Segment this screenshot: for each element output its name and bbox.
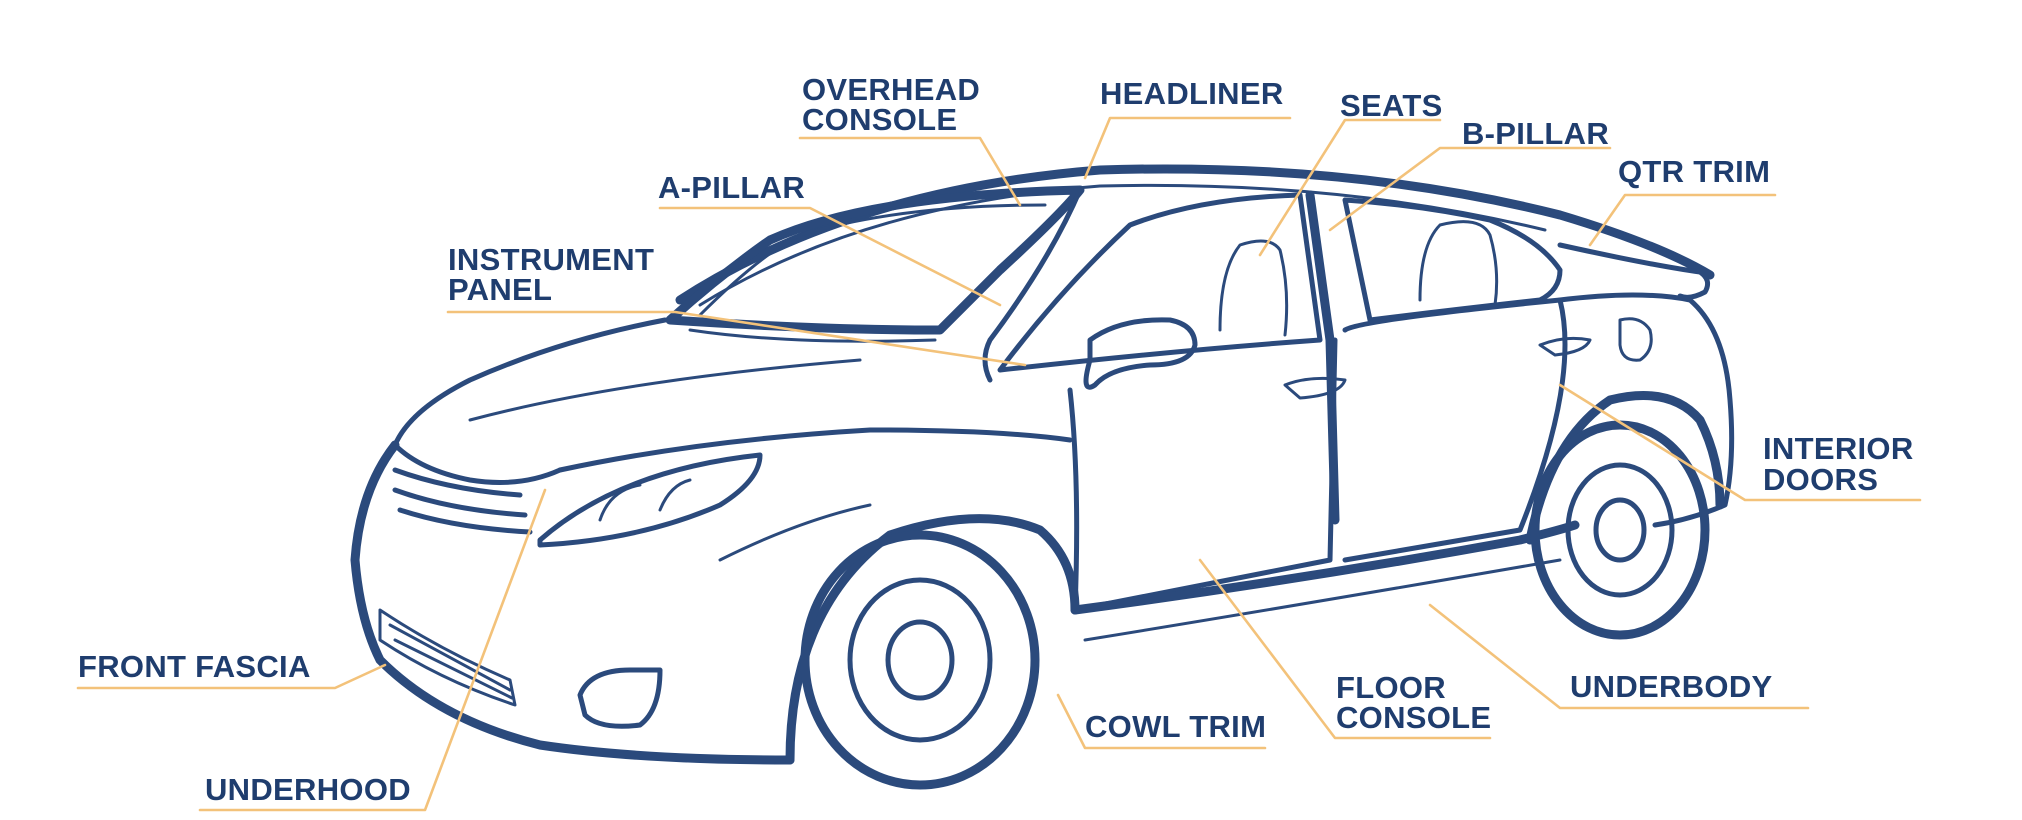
label-instrument-panel-line1: INSTRUMENT [448, 242, 654, 277]
leader-headliner [1083, 116, 1292, 180]
label-underbody: UNDERBODY [1570, 669, 1773, 704]
car-headlight [537, 452, 763, 548]
car-a-pillar-line [982, 187, 1083, 383]
car-grille-bar-2 [392, 487, 528, 518]
leader-overhead-console [798, 136, 1022, 207]
label-headliner: HEADLINER [1100, 76, 1284, 111]
label-front-fascia: FRONT FASCIA [78, 649, 311, 684]
label-floor-console-line1: FLOOR [1336, 670, 1446, 705]
car-fuel-cap [1618, 317, 1653, 362]
car-front-bumper [350, 440, 795, 765]
car-rear-seat [1418, 220, 1499, 307]
car-rear-tire [1530, 420, 1710, 640]
car-rear-door-handle [1538, 336, 1592, 357]
part-labels: OVERHEAD CONSOLE HEADLINER SEATS B-PILLA… [78, 72, 1914, 807]
label-underhood: UNDERHOOD [205, 772, 411, 807]
car-front-tire [800, 530, 1040, 790]
car-rocker-panel [1070, 520, 1580, 615]
leader-cowl-trim [1056, 693, 1267, 750]
label-interior-doors-line1: INTERIOR [1763, 431, 1914, 466]
car-side-mirror [1083, 317, 1198, 390]
car-rear-quarter [1557, 292, 1735, 528]
label-floor-console-line2: CONSOLE [1336, 700, 1491, 735]
car-front-rim [847, 577, 993, 743]
car-grille-bar-3 [397, 507, 533, 535]
leader-floor-console [1198, 558, 1492, 740]
car-windshield-frame [665, 185, 1085, 335]
car-roof-inner-line [698, 183, 1547, 307]
car-hood [392, 317, 668, 448]
car-rocker-inner [1083, 558, 1562, 642]
car-front-hub [885, 619, 955, 701]
car-rear-hub [1593, 497, 1647, 563]
car-wiper-line [688, 328, 937, 343]
leader-a-pillar [658, 206, 1002, 307]
label-interior-doors-line2: DOORS [1763, 462, 1878, 497]
label-instrument-panel-line2: PANEL [448, 272, 552, 307]
label-cowl-trim: COWL TRIM [1085, 709, 1266, 744]
car-fender-crease [718, 503, 872, 562]
car-hood-crease [468, 358, 862, 422]
car-front-seat [1218, 239, 1289, 337]
leader-underbody [1428, 603, 1810, 710]
car-roof-line [675, 164, 1715, 305]
car-windshield-glass-line [698, 203, 1047, 317]
car-fog-light [577, 667, 663, 729]
leader-b-pillar [1328, 146, 1612, 232]
leader-front-fascia [76, 663, 387, 690]
car-front-door-handle [1283, 376, 1347, 400]
car-headlight-inner [598, 478, 692, 522]
label-a-pillar: A-PILLAR [658, 170, 805, 205]
label-seats: SEATS [1340, 88, 1443, 123]
leader-underhood [198, 488, 547, 812]
car-grille-bar-1 [392, 467, 523, 498]
car-rear-rim [1565, 462, 1675, 598]
leader-instrument-panel [446, 310, 1027, 367]
label-qtr-trim: QTR TRIM [1618, 154, 1770, 189]
label-overhead-console-line2: CONSOLE [802, 102, 957, 137]
leader-qtr-trim [1588, 193, 1777, 247]
label-overhead-console-line1: OVERHEAD [802, 72, 980, 107]
car-hood-front-edge [392, 442, 563, 485]
car-front-fender [557, 427, 1073, 473]
leader-lines [76, 116, 1922, 812]
leader-interior-doors [1558, 383, 1922, 502]
car-illustration [350, 164, 1735, 790]
car-lower-grille-lines [388, 623, 514, 700]
car-lower-grille [378, 608, 517, 707]
label-b-pillar: B-PILLAR [1462, 116, 1609, 151]
car-front-side-window [997, 192, 1323, 373]
car-rear-spoiler [1557, 242, 1711, 300]
leader-seats [1258, 118, 1442, 257]
